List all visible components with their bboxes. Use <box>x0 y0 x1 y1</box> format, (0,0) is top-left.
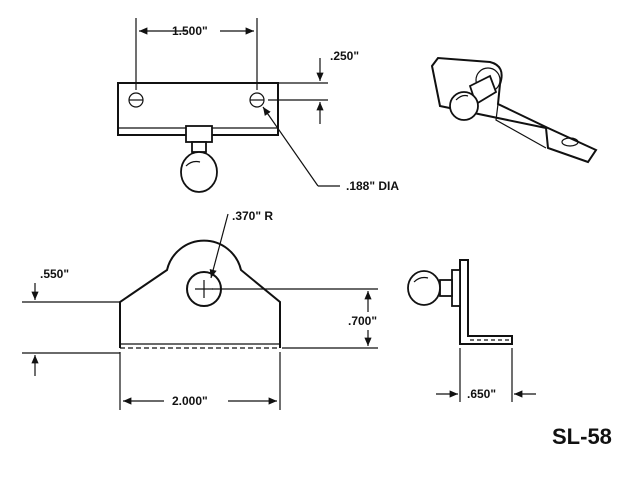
dim-right-height: .700" <box>348 314 377 328</box>
part-number: SL-58 <box>552 424 612 449</box>
side-view: .650" <box>407 259 536 402</box>
side-view-ball-stud <box>407 270 441 306</box>
top-view: 1.500" .250" .188" DIA <box>117 18 399 193</box>
front-view-plate <box>119 239 281 348</box>
top-view-ball-stud <box>180 151 218 193</box>
front-view: .370" R .550" .700" 2.000" <box>22 209 378 410</box>
dim-radius: .370" R <box>232 209 273 223</box>
dim-base-width: 2.000" <box>172 394 208 408</box>
dim-top-width: 1.500" <box>172 24 208 38</box>
isometric-view <box>430 56 598 164</box>
dim-hole-dia: .188" DIA <box>346 179 399 193</box>
dim-side-width: .650" <box>467 387 496 401</box>
dim-top-offset: .250" <box>330 49 359 63</box>
dim-left-height: .550" <box>40 267 69 281</box>
isometric-ball-stud <box>449 91 479 121</box>
